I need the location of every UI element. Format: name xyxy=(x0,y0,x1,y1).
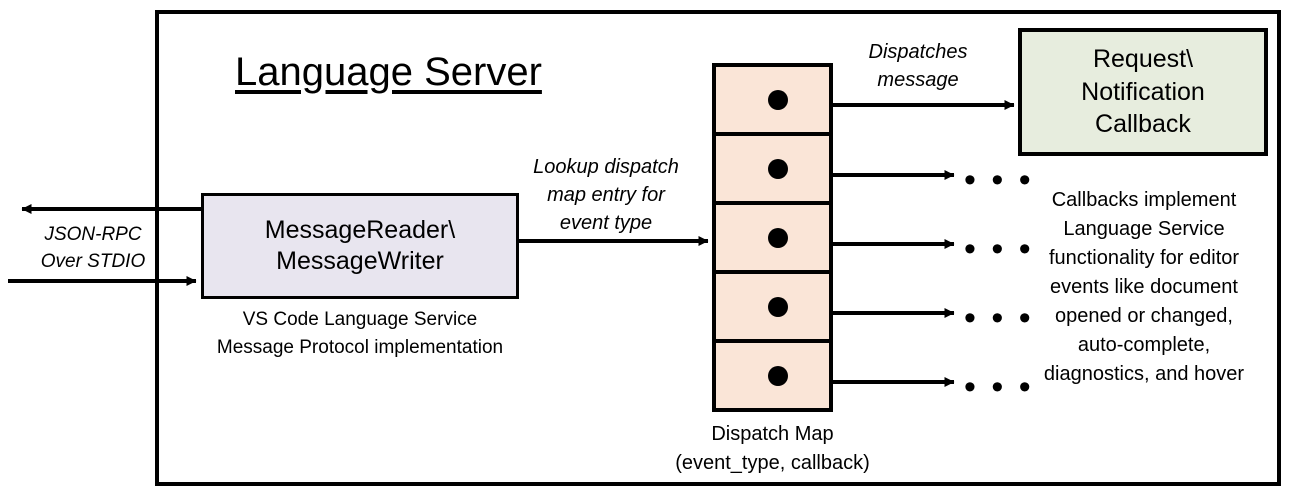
filled-dot-icon xyxy=(768,158,788,179)
ellipsis-row-2: • • • xyxy=(964,161,1034,199)
edge-label-dispatches-message: Dispatches message xyxy=(832,38,1004,94)
lookup-line-3: event type xyxy=(559,212,653,234)
dispatch-map-row[interactable] xyxy=(716,205,829,274)
dispatch-map-row[interactable] xyxy=(716,67,829,136)
dispatches-line-1: Dispatches xyxy=(868,41,968,63)
callback-label-line-3: Callback xyxy=(1095,110,1191,139)
dispatch-map-caption: Dispatch Map (event_type, callback) xyxy=(645,420,900,478)
callback-caption-line-7: diagnostics, and hover xyxy=(1043,363,1245,385)
dispatches-line-2: message xyxy=(877,69,959,91)
message-reader-writer-caption: VS Code Language Service Message Protoco… xyxy=(181,306,539,361)
message-io-caption-line-2: Message Protocol implementation xyxy=(216,336,504,358)
dispatch-map-row[interactable] xyxy=(716,136,829,205)
page-title: Language Server xyxy=(235,50,542,94)
ellipsis-row-3: • • • xyxy=(964,230,1034,268)
callback-label-line-2: Notification xyxy=(1081,77,1205,106)
message-io-caption-line-1: VS Code Language Service xyxy=(242,309,478,330)
callback-caption-line-6: auto-complete, xyxy=(1077,334,1211,356)
message-io-label-line-1: MessageReader\ xyxy=(264,215,456,244)
callback-caption-line-5: opened or changed, xyxy=(1055,305,1233,327)
jsonrpc-line-2: Over STDIO xyxy=(40,250,146,272)
jsonrpc-line-1: JSON-RPC xyxy=(44,224,142,245)
edge-label-lookup-dispatch: Lookup dispatch map entry for event type xyxy=(513,153,699,237)
callback-caption-line-3: functionality for editor xyxy=(1048,247,1240,269)
callback-caption-line-1: Callbacks implement xyxy=(1051,189,1237,211)
message-io-label-line-2: MessageWriter xyxy=(276,247,444,275)
dispatch-map-table[interactable] xyxy=(712,63,833,412)
filled-dot-icon xyxy=(768,227,788,248)
message-reader-writer-box[interactable]: MessageReader\ MessageWriter xyxy=(201,193,519,299)
ellipsis-row-4: • • • xyxy=(964,299,1034,337)
dispatch-map-caption-line-2: (event_type, callback) xyxy=(675,452,870,474)
filled-dot-icon xyxy=(768,89,788,110)
dispatch-map-row[interactable] xyxy=(716,274,829,343)
dispatch-map-caption-line-1: Dispatch Map xyxy=(711,423,834,445)
callback-label-line-1: Request\ xyxy=(1092,45,1194,74)
request-notification-callback-box[interactable]: Request\ Notification Callback xyxy=(1018,28,1268,156)
ellipsis-row-5: • • • xyxy=(964,368,1034,406)
lookup-line-2: map entry for xyxy=(547,184,665,206)
edge-label-jsonrpc: JSON-RPC Over STDIO xyxy=(18,222,168,275)
lookup-line-1: Lookup dispatch xyxy=(533,156,679,178)
callback-caption-line-4: events like document xyxy=(1050,276,1238,298)
callback-caption-line-2: Language Service xyxy=(1063,218,1225,240)
dispatch-map-row[interactable] xyxy=(716,343,829,408)
filled-dot-icon xyxy=(768,296,788,317)
filled-dot-icon xyxy=(768,365,788,386)
language-server-container xyxy=(155,10,1281,486)
callback-caption: Callbacks implement Language Service fun… xyxy=(1008,186,1280,389)
